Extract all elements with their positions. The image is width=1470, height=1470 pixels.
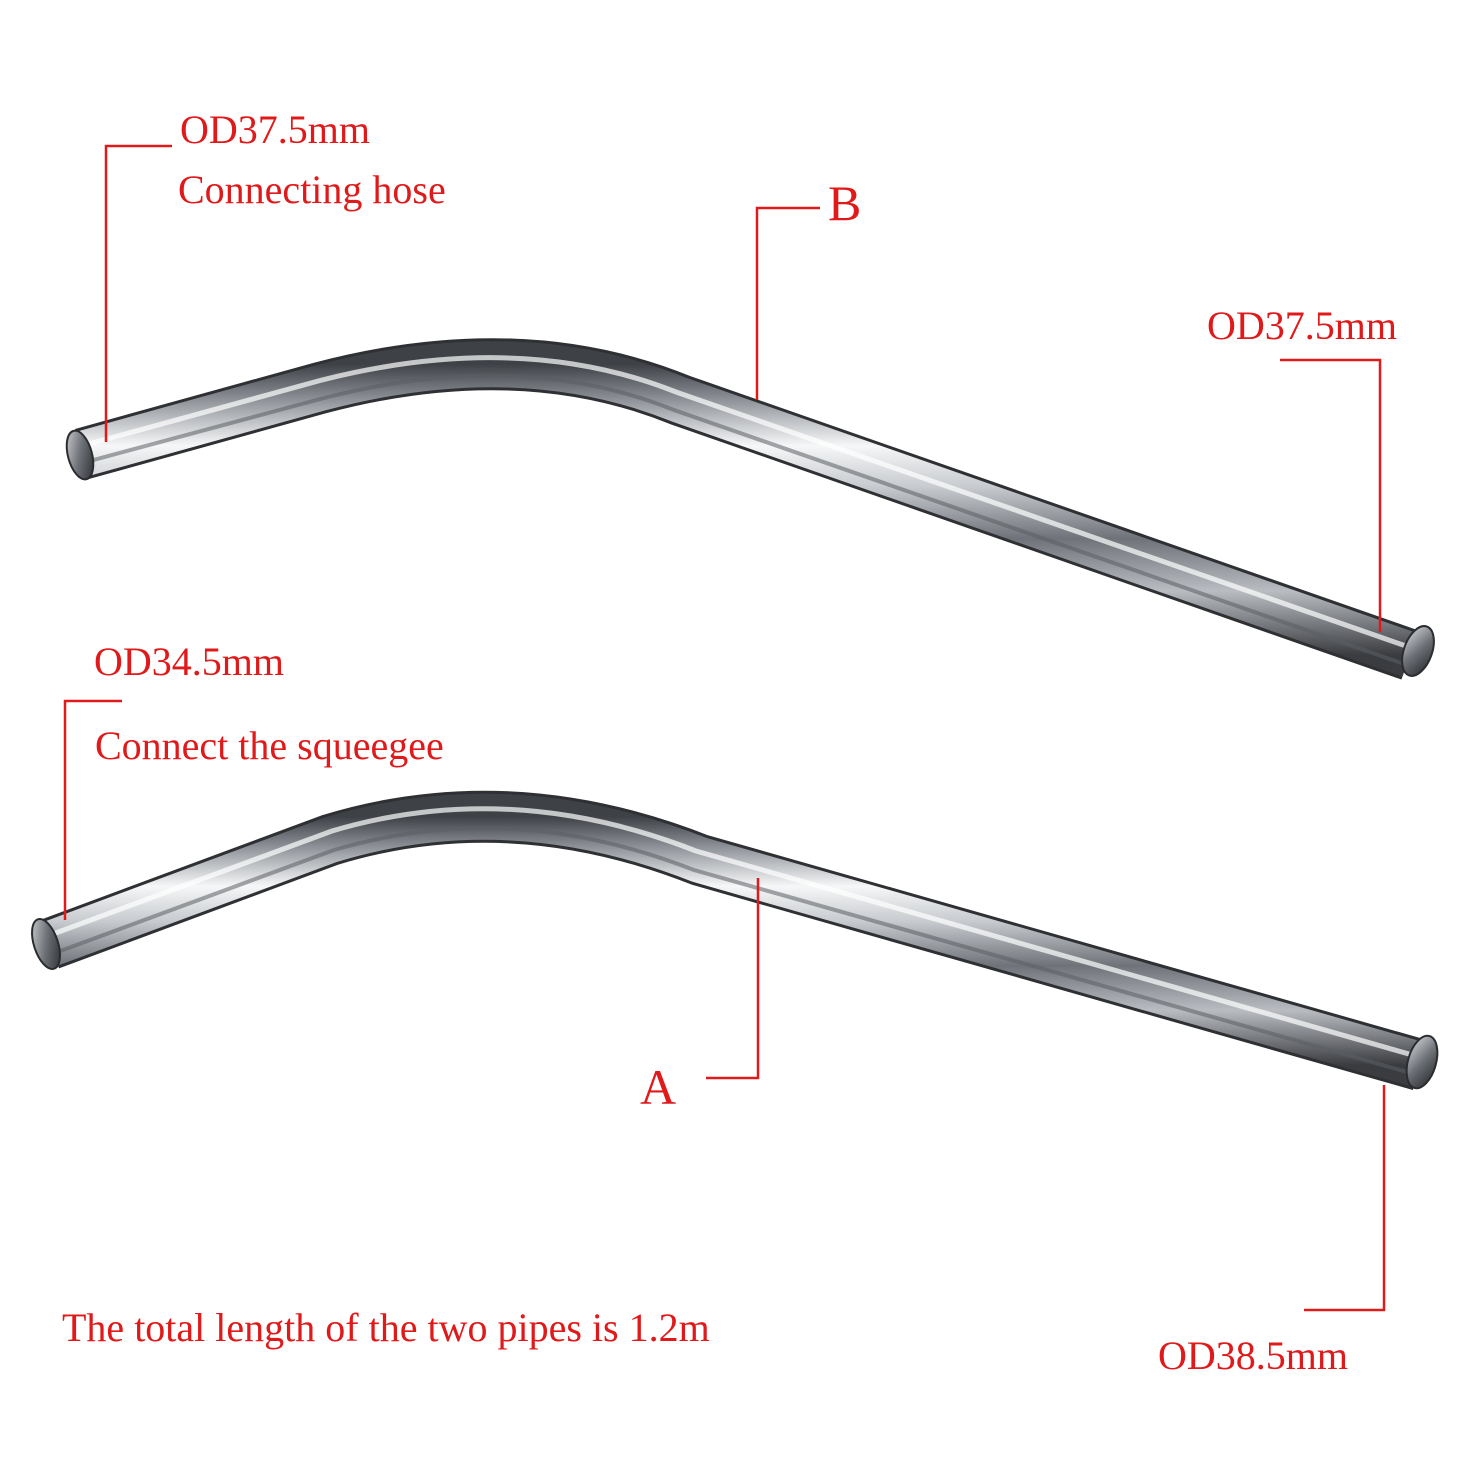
leader-a-left xyxy=(63,699,122,920)
pipe-b-reflection xyxy=(85,373,1405,666)
pipe-a-left-diameter-label: OD34.5mm xyxy=(94,639,284,684)
pipe-b xyxy=(65,338,1435,680)
pipe-a-left-description-label: Connect the squeegee xyxy=(95,723,444,768)
pipe-a-body xyxy=(41,793,1427,1088)
pipe-a-left-end xyxy=(31,917,61,971)
pipe-a-right-end xyxy=(1405,1034,1439,1090)
leader-a-letter xyxy=(706,878,760,1080)
leader-a-right xyxy=(1304,1085,1386,1312)
pipe-b-right-diameter-label: OD37.5mm xyxy=(1207,303,1397,348)
pipe-b-body xyxy=(75,341,1418,677)
pipe-a-reflection xyxy=(54,826,1415,1076)
pipe-a-right-diameter-label: OD38.5mm xyxy=(1158,1333,1348,1378)
pipe-b-left-end xyxy=(65,429,95,481)
pipe-b-letter-label: B xyxy=(828,175,862,231)
pipe-b-left-description-label: Connecting hose xyxy=(178,167,446,212)
pipe-a xyxy=(31,790,1439,1091)
pipe-a-highlight xyxy=(52,806,1417,1059)
leader-b-right xyxy=(1280,358,1382,632)
pipe-a-letter-label: A xyxy=(640,1059,677,1115)
pipe-b-left-diameter-label: OD37.5mm xyxy=(180,107,370,152)
pipe-b-highlight xyxy=(84,355,1407,649)
leader-lines xyxy=(63,144,1386,1312)
leader-b-left xyxy=(104,144,172,442)
total-length-note: The total length of the two pipes is 1.2… xyxy=(62,1305,710,1350)
pipe-b-right-end xyxy=(1401,625,1435,677)
leader-b-letter xyxy=(755,206,820,400)
